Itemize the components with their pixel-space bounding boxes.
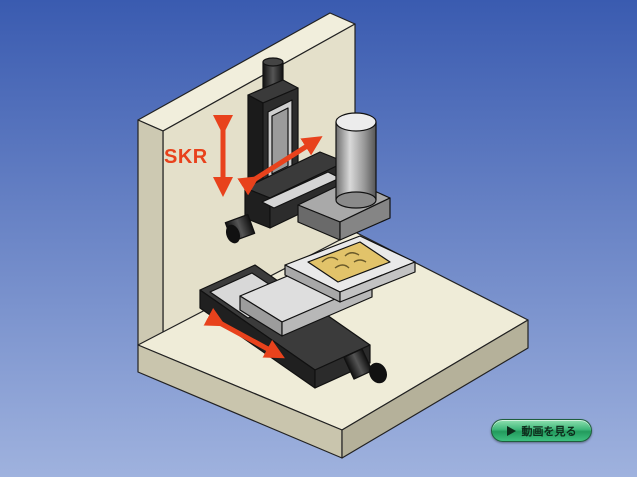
spindle-motor [297,112,391,253]
workpiece [307,241,391,283]
table-motion-arrow [203,307,285,359]
workpiece-table [284,235,416,303]
watch-video-button[interactable]: 動画を見る [491,419,592,442]
motion-arrows [203,114,323,359]
watch-video-label: 動画を見る [521,424,577,438]
play-triangle-icon [506,425,516,436]
horizontal-motion-arrow [237,136,323,196]
skr-label: SKR [164,146,208,168]
